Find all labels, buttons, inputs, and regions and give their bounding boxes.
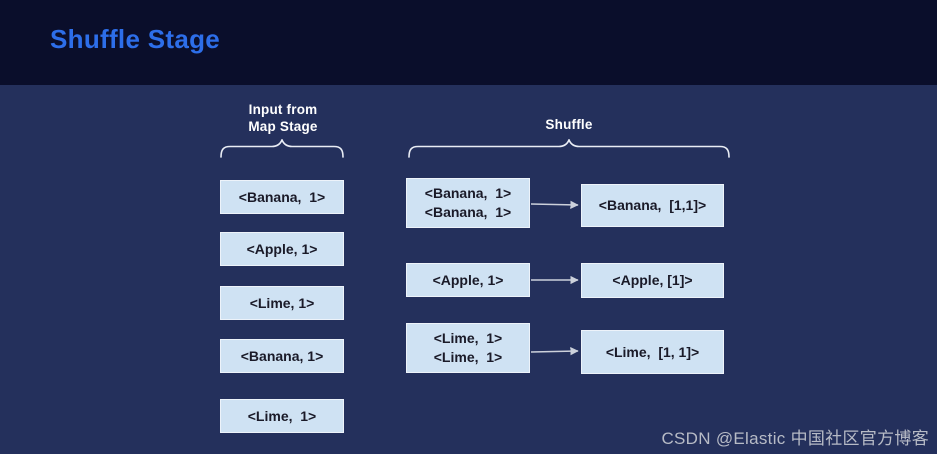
shuffle-group-box-banana: <Banana, 1> <Banana, 1>: [406, 178, 530, 228]
arrow-lime: [530, 346, 579, 356]
kv-pair: <Apple, 1>: [432, 271, 504, 288]
kv-pair: <Lime, 1>: [433, 349, 503, 365]
kv-pair: <Banana, 1>: [424, 204, 512, 220]
shuffle-result-box-lime: <Lime, [1, 1]>: [581, 330, 724, 374]
map-output-box: <Banana, 1>: [220, 180, 344, 214]
map-output-box: <Lime, 1>: [220, 286, 344, 320]
kv-pair: <Apple, 1>: [246, 240, 318, 257]
kv-pair: <Apple, [1]>: [612, 272, 693, 288]
kv-pair: <Lime, 1>: [433, 330, 503, 346]
map-output-box: <Apple, 1>: [220, 232, 344, 266]
shuffle-group-brace: [408, 139, 730, 158]
shuffle-result-box-banana: <Banana, [1,1]>: [581, 184, 724, 227]
kv-pair: <Banana, 1>: [240, 347, 324, 364]
input-from-map-stage-label: Input from Map Stage: [248, 102, 318, 134]
map-output-box: <Lime, 1>: [220, 399, 344, 433]
kv-pair: <Banana, [1,1]>: [598, 197, 707, 213]
input-group-brace: [220, 139, 344, 158]
kv-pair: <Lime, 1>: [249, 294, 315, 311]
arrow-banana: [530, 200, 579, 210]
kv-pair: <Banana, 1>: [238, 188, 326, 205]
csdn-watermark: CSDN @Elastic 中国社区官方博客: [661, 429, 929, 448]
kv-pair: <Lime, [1, 1]>: [605, 343, 700, 360]
slide-header: Shuffle Stage: [0, 0, 937, 85]
shuffle-group-box-apple: <Apple, 1>: [406, 263, 530, 297]
map-output-box: <Banana, 1>: [220, 339, 344, 373]
shuffle-label: Shuffle: [545, 117, 593, 132]
kv-pair: <Lime, 1>: [247, 407, 317, 424]
page-title: Shuffle Stage: [50, 24, 221, 54]
shuffle-group-box-lime: <Lime, 1> <Lime, 1>: [406, 323, 530, 373]
kv-pair: <Banana, 1>: [424, 185, 512, 201]
shuffle-result-box-apple: <Apple, [1]>: [581, 263, 724, 298]
